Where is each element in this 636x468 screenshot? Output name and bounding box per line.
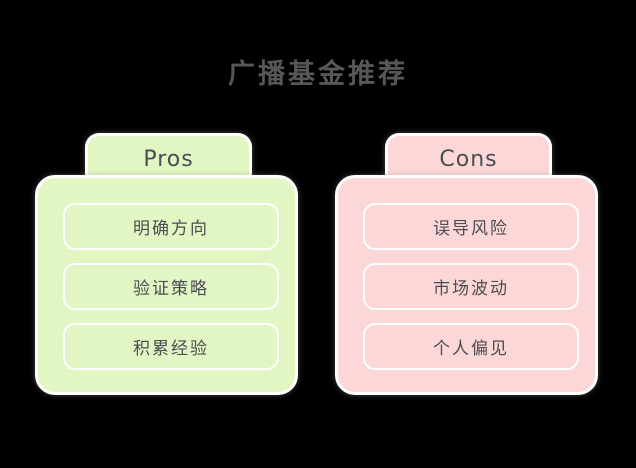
pros-item-3: 积累经验: [63, 323, 279, 370]
pros-card-body: 明确方向 验证策略 积累经验: [35, 175, 298, 395]
pros-card: Pros 明确方向 验证策略 积累经验: [35, 133, 298, 395]
cons-card: Cons 误导风险 市场波动 个人偏见: [335, 133, 598, 395]
cons-item-3: 个人偏见: [363, 323, 579, 370]
pros-item-2: 验证策略: [63, 263, 279, 310]
cons-card-header: Cons: [385, 133, 552, 183]
cons-card-body: 误导风险 市场波动 个人偏见: [335, 175, 598, 395]
pros-card-header: Pros: [85, 133, 252, 183]
cons-item-1: 误导风险: [363, 203, 579, 250]
pros-item-1: 明确方向: [63, 203, 279, 250]
diagram-title: 广播基金推荐: [228, 59, 408, 90]
cons-card-label: Cons: [439, 147, 498, 172]
cons-item-2: 市场波动: [363, 263, 579, 310]
pros-card-label: Pros: [143, 147, 194, 172]
